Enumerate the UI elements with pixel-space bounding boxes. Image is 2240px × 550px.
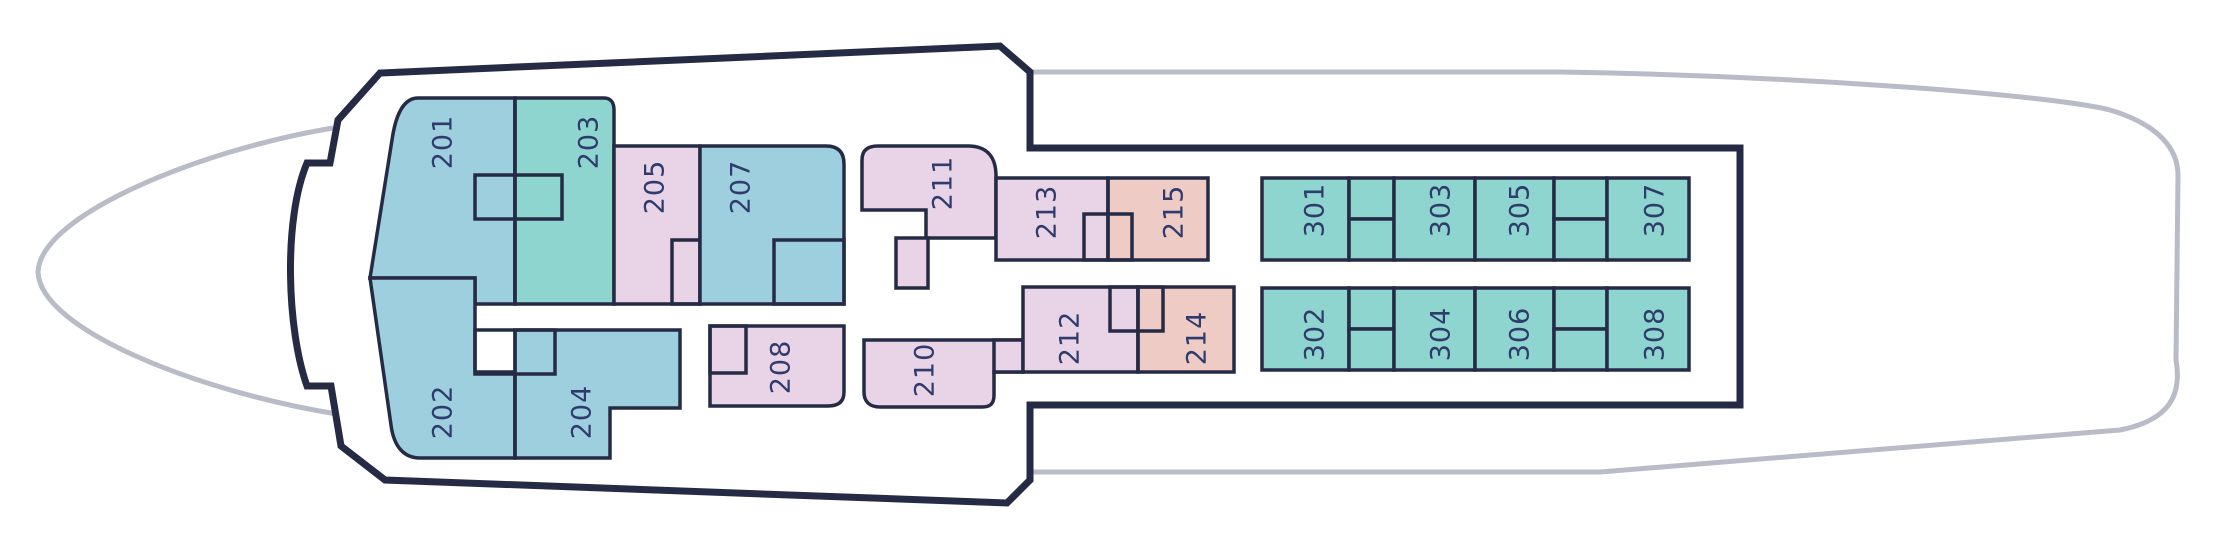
cabin-302-shape[interactable] bbox=[1260, 286, 1351, 372]
cabin-307-label: 307 bbox=[1640, 183, 1671, 238]
cabin-304[interactable]: 304 bbox=[1392, 286, 1477, 372]
cabin-303-shape[interactable] bbox=[1392, 176, 1477, 262]
bathroom-201-203 bbox=[473, 173, 564, 221]
outer-hull-stern-outline bbox=[1030, 69, 2181, 475]
cabin-306-label: 306 bbox=[1505, 307, 1536, 362]
cabin-208-label: 208 bbox=[766, 340, 797, 395]
bathroom-302-304-bottom bbox=[1347, 327, 1396, 372]
cabin-303-label: 303 bbox=[1426, 183, 1457, 238]
cabin-302-label: 302 bbox=[1300, 307, 1331, 362]
cabin-202-shape[interactable] bbox=[367, 276, 517, 460]
cabin-205-label: 205 bbox=[640, 160, 671, 215]
cabin-215[interactable]: 215 bbox=[1106, 176, 1210, 262]
cabin-308-label: 308 bbox=[1640, 307, 1671, 362]
cabin-304-label: 304 bbox=[1426, 307, 1457, 362]
bathroom-305-307-bottom bbox=[1552, 217, 1609, 262]
cabin-305-label: 305 bbox=[1505, 183, 1536, 238]
outer-hull-bow-outline bbox=[35, 125, 338, 417]
cabin-307-shape[interactable] bbox=[1605, 176, 1691, 262]
cabin-213[interactable]: 213 bbox=[994, 176, 1110, 262]
cabin-210-annex bbox=[992, 338, 1025, 374]
cabin-213-label: 213 bbox=[1032, 185, 1063, 240]
cabin-307[interactable]: 307 bbox=[1605, 176, 1691, 262]
cabin-207[interactable]: 207 bbox=[698, 144, 846, 306]
cabin-210[interactable]: 210 bbox=[862, 338, 1025, 409]
bathroom-305-307-top bbox=[1552, 176, 1609, 221]
cabin-201[interactable]: 201 bbox=[367, 96, 517, 306]
cabin-208[interactable]: 208 bbox=[708, 324, 846, 408]
cabin-211-label: 211 bbox=[928, 156, 959, 211]
cabin-208-shape[interactable] bbox=[708, 324, 846, 408]
bathroom-301-303-bottom bbox=[1347, 217, 1396, 262]
cabin-203-label: 203 bbox=[574, 115, 605, 170]
cabin-305[interactable]: 305 bbox=[1473, 176, 1556, 262]
cabin-301-label: 301 bbox=[1300, 183, 1331, 238]
cabin-212-label: 212 bbox=[1055, 311, 1086, 366]
bathroom-302-304-top bbox=[1347, 286, 1396, 331]
cabin-211-annex bbox=[894, 236, 930, 290]
bathroom-306-308-bottom bbox=[1552, 327, 1609, 372]
cabin-210-shape[interactable] bbox=[862, 338, 1025, 409]
cabin-row-odd-300: 301 303 305 307 bbox=[1260, 176, 1691, 262]
cabin-301[interactable]: 301 bbox=[1260, 176, 1351, 262]
cabin-201-shape[interactable] bbox=[367, 96, 517, 306]
cabin-308-shape[interactable] bbox=[1605, 286, 1691, 372]
cabin-205[interactable]: 205 bbox=[612, 144, 702, 306]
bathroom-301-303-top bbox=[1347, 176, 1396, 221]
cabin-303[interactable]: 303 bbox=[1392, 176, 1477, 262]
cabin-308[interactable]: 308 bbox=[1605, 286, 1691, 372]
cabin-203[interactable]: 203 bbox=[513, 96, 616, 306]
cabin-207-label: 207 bbox=[726, 160, 757, 215]
cabin-row-even-300: 302 304 306 308 bbox=[1260, 286, 1691, 372]
cabin-202[interactable]: 202 bbox=[367, 276, 517, 460]
bathroom-207 bbox=[772, 238, 846, 306]
cabin-204-label: 204 bbox=[567, 385, 598, 440]
bathroom-208 bbox=[708, 324, 748, 375]
cabin-304-shape[interactable] bbox=[1392, 286, 1477, 372]
cabin-201-label: 201 bbox=[428, 115, 459, 170]
bathroom-306-308-top bbox=[1552, 286, 1609, 331]
cabin-207-shape[interactable] bbox=[698, 144, 846, 306]
cabin-301-shape[interactable] bbox=[1260, 176, 1351, 262]
cabin-302[interactable]: 302 bbox=[1260, 286, 1351, 372]
cabin-202-label: 202 bbox=[428, 385, 459, 440]
cabin-210-label: 210 bbox=[910, 343, 941, 398]
cabin-215-label: 215 bbox=[1159, 185, 1190, 240]
cabin-213-shape[interactable] bbox=[994, 176, 1110, 262]
cabin-214-label: 214 bbox=[1182, 311, 1213, 366]
cabin-306[interactable]: 306 bbox=[1473, 286, 1556, 372]
cabin-306-shape[interactable] bbox=[1473, 286, 1556, 372]
